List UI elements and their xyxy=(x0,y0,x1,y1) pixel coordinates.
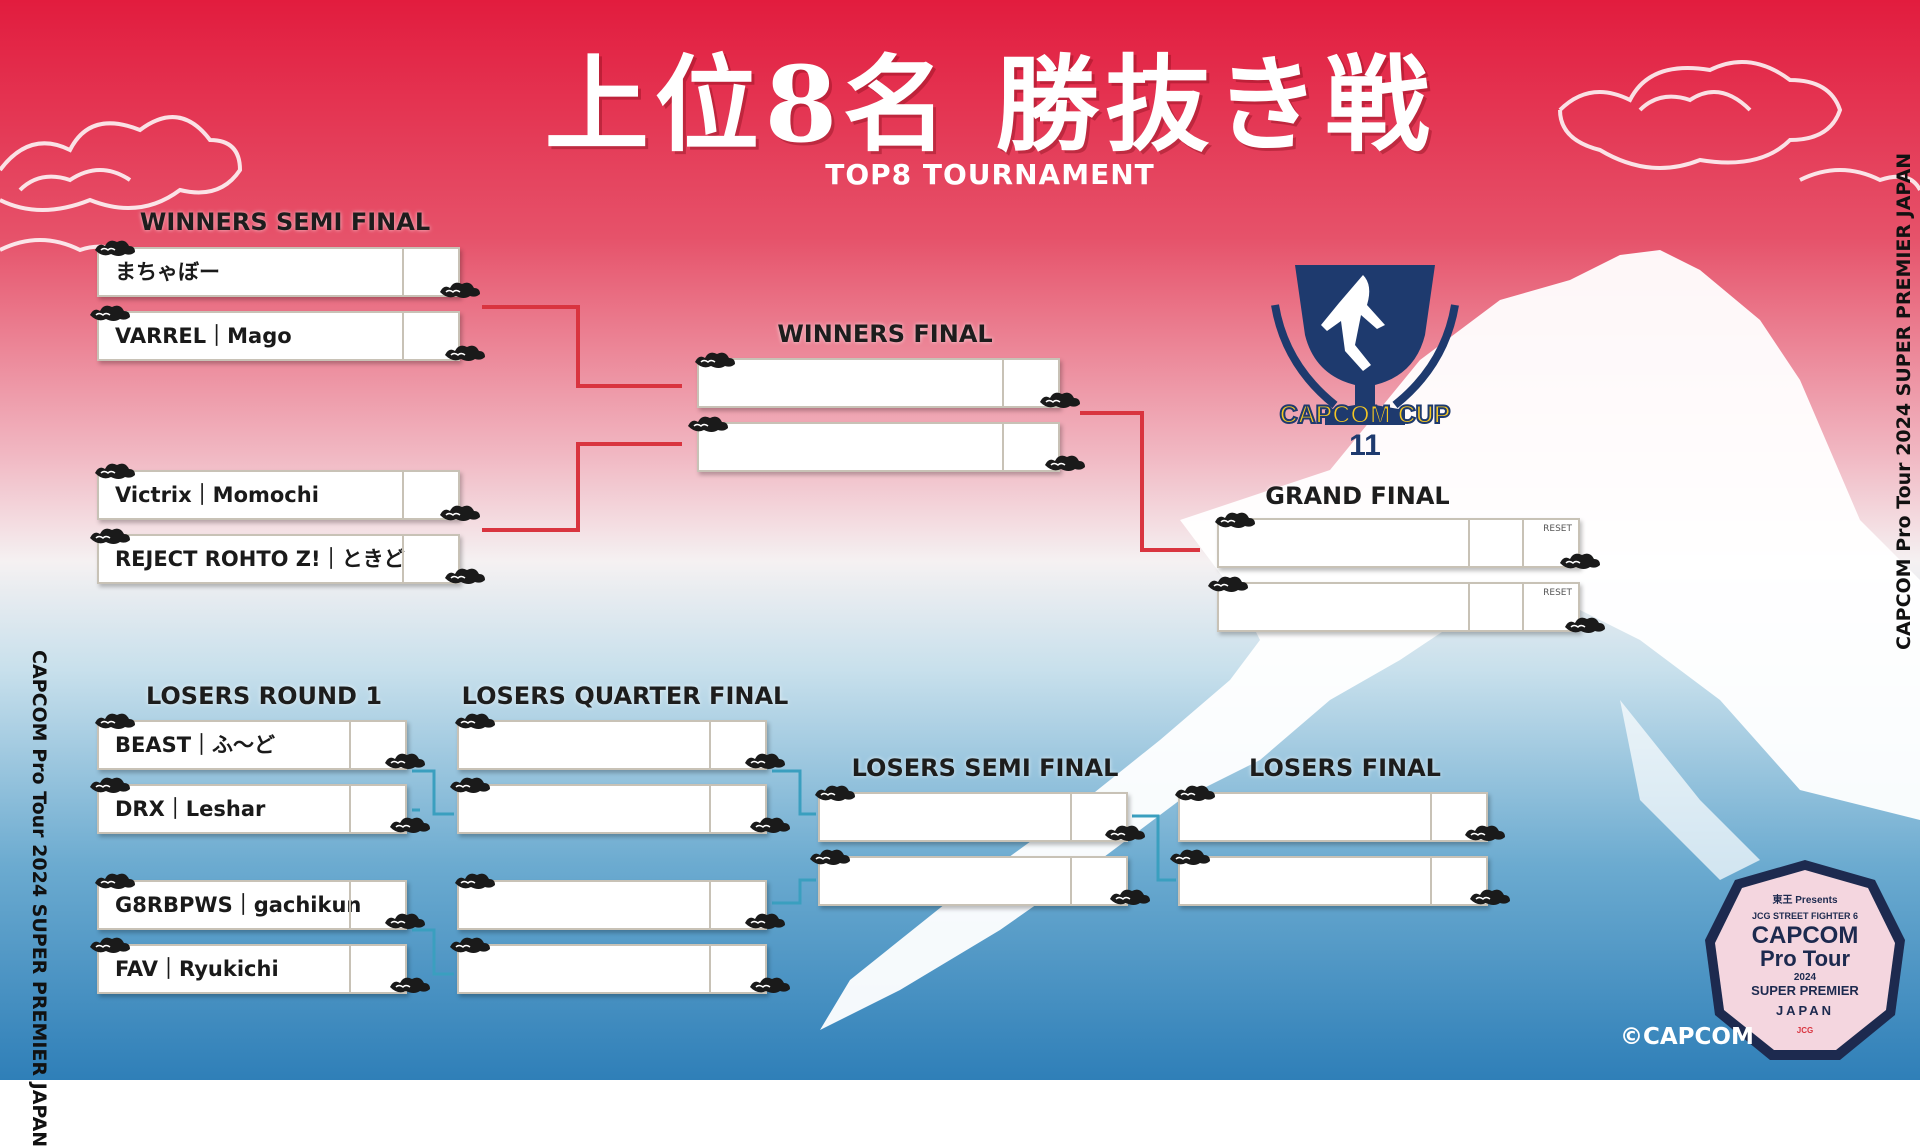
label-winners-final: WINNERS FINAL xyxy=(777,320,993,348)
score-box xyxy=(1468,520,1524,566)
winners-semi-slot-3: Victrix｜Momochi xyxy=(97,470,460,520)
reset-score-box: RESET xyxy=(1522,520,1578,566)
capcom-cup-logo: CAPCOM CUP 11 xyxy=(1271,265,1459,462)
score-box xyxy=(1430,794,1486,840)
reset-label: RESET xyxy=(1543,524,1572,534)
winners-final-slot-1 xyxy=(697,358,1060,408)
score-box xyxy=(402,313,458,359)
losers-semi-slot-2 xyxy=(818,856,1128,906)
winners-semi-slot-4: REJECT ROHTO Z!｜ときど xyxy=(97,534,460,584)
score-box xyxy=(402,472,458,518)
player-name: FAV｜Ryukichi xyxy=(115,957,279,981)
losers-qf-slot-4 xyxy=(457,944,767,994)
losers-r1-slot-4: FAV｜Ryukichi xyxy=(97,944,407,994)
label-winners-semi-final: WINNERS SEMI FINAL xyxy=(139,208,431,236)
copyright: ©CAPCOM xyxy=(1620,1024,1754,1050)
player-name: DRX｜Leshar xyxy=(115,797,266,821)
score-box xyxy=(1468,584,1524,630)
player-name: BEAST｜ふ〜ど xyxy=(115,733,276,757)
score-box xyxy=(709,786,765,832)
score-box xyxy=(1002,360,1058,406)
winners-semi-slot-1: まちゃぼー xyxy=(97,247,460,297)
grand-final-slot-1: RESET xyxy=(1217,518,1580,568)
score-box xyxy=(402,249,458,295)
winners-final-slot-2 xyxy=(697,422,1060,472)
label-grand-final: GRAND FINAL xyxy=(1265,482,1450,510)
losers-semi-slot-1 xyxy=(818,792,1128,842)
player-name: REJECT ROHTO Z!｜ときど xyxy=(115,547,405,571)
losers-bracket-lines xyxy=(412,769,1176,976)
label-losers-round-1: LOSERS ROUND 1 xyxy=(145,682,383,710)
cpt-region: JAPAN xyxy=(1776,1003,1834,1018)
losers-qf-slot-1 xyxy=(457,720,767,770)
player-name: まちゃぼー xyxy=(115,260,220,284)
player-name: G8RBPWS｜gachikun xyxy=(115,893,362,917)
score-box xyxy=(1070,858,1126,904)
grand-final-slot-2: RESET xyxy=(1217,582,1580,632)
losers-qf-slot-2 xyxy=(457,784,767,834)
player-name: VARREL｜Mago xyxy=(115,324,292,348)
cpt-event: SUPER PREMIER xyxy=(1751,983,1859,998)
label-losers-quarter-final: LOSERS QUARTER FINAL xyxy=(461,682,789,710)
score-box xyxy=(349,786,405,832)
losers-qf-slot-3 xyxy=(457,880,767,930)
losers-r1-slot-3: G8RBPWS｜gachikun xyxy=(97,880,407,930)
winners-semi-slot-2: VARREL｜Mago xyxy=(97,311,460,361)
score-box xyxy=(709,882,765,928)
mountain-streak xyxy=(1620,700,1760,880)
cpt-org: JCG xyxy=(1797,1026,1813,1035)
label-losers-semi-final: LOSERS SEMI FINAL xyxy=(851,754,1119,782)
capcom-cup-text: CAPCOM CUP xyxy=(1280,401,1451,429)
score-box xyxy=(709,946,765,992)
side-text-right: CAPCOM Pro Tour 2024 SUPER PREMIER JAPAN xyxy=(1893,152,1915,650)
player-name: Victrix｜Momochi xyxy=(115,483,319,507)
cpt-line1: CAPCOM xyxy=(1752,922,1859,949)
score-box xyxy=(349,722,405,768)
capcom-pro-tour-logo: 東王 Presents JCG STREET FIGHTER 6 CAPCOM … xyxy=(1705,860,1905,1060)
capcom-cup-number: 11 xyxy=(1349,429,1381,462)
cpt-game: JCG STREET FIGHTER 6 xyxy=(1752,911,1858,921)
reset-label: RESET xyxy=(1543,588,1572,598)
page-subtitle: TOP8 TOURNAMENT xyxy=(825,158,1155,191)
losers-r1-slot-1: BEAST｜ふ〜ど xyxy=(97,720,407,770)
cloud-left xyxy=(0,115,243,262)
cpt-line2: Pro Tour xyxy=(1760,946,1850,971)
side-text-left: CAPCOM Pro Tour 2024 SUPER PREMIER JAPAN xyxy=(28,650,50,1147)
score-box xyxy=(709,722,765,768)
reset-score-box: RESET xyxy=(1522,584,1578,630)
label-losers-final: LOSERS FINAL xyxy=(1249,754,1441,782)
score-box xyxy=(1002,424,1058,470)
cloud-right xyxy=(1558,60,1920,192)
score-box xyxy=(349,946,405,992)
score-box xyxy=(1070,794,1126,840)
losers-r1-slot-2: DRX｜Leshar xyxy=(97,784,407,834)
score-box xyxy=(402,536,458,582)
cpt-year: 2024 xyxy=(1794,972,1817,983)
losers-final-slot-1 xyxy=(1178,792,1488,842)
winners-bracket-lines xyxy=(482,305,1200,552)
losers-final-slot-2 xyxy=(1178,856,1488,906)
cpt-presents: 東王 Presents xyxy=(1772,893,1837,906)
score-box xyxy=(349,882,405,928)
score-box xyxy=(1430,858,1486,904)
page-title: 上位8名 勝抜き戦 xyxy=(544,43,1436,166)
